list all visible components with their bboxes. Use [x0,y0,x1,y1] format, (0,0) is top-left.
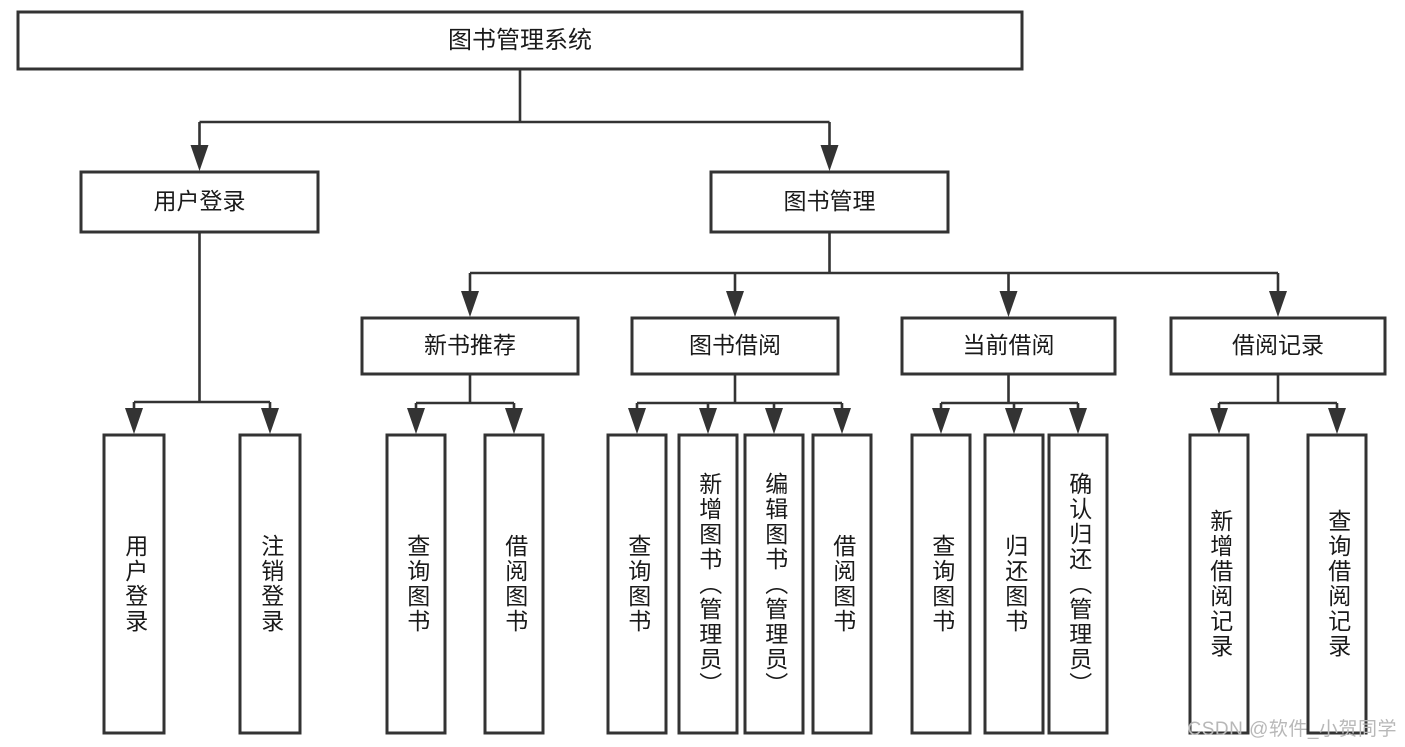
level3-3-to-leaves-arrow-0 [1210,408,1228,434]
level3-node-2[interactable] [900,316,1117,376]
user-login-to-leaves-arrow-1 [261,408,279,434]
book-mgmt-to-level3-arrow-1 [726,291,744,317]
level3-2-to-leaves-arrow-0 [932,408,950,434]
book-mgmt-to-level3-arrow-2 [999,291,1018,317]
level2-node-0[interactable] [79,170,320,234]
leaf-node-7[interactable] [811,433,873,735]
root-to-level2-arrow-0 [190,145,209,171]
root-to-level2-arrow-1 [820,145,839,171]
leaf-node-9[interactable] [983,433,1045,735]
connector-lines [125,69,1346,434]
level3-node-2-label: 当前借阅 [963,332,1055,358]
level3-node-1-label: 图书借阅 [689,332,781,358]
level3-2-to-leaves-arrow-1 [1005,408,1023,434]
level3-node-0-label: 新书推荐 [424,332,516,358]
level3-node-1[interactable] [630,316,840,376]
root-node-book-management-system[interactable] [16,10,1024,71]
leaf-node-1[interactable] [238,433,302,735]
leaf-node-10[interactable] [1047,433,1109,735]
level3-1-to-leaves-arrow-2 [765,408,783,434]
level3-1-to-leaves-arrow-3 [833,408,851,434]
watermark: CSDN @软件_小贺同学 [1187,719,1397,740]
user-login-to-leaves-arrow-0 [125,408,143,434]
level3-3-to-leaves-arrow-1 [1328,408,1346,434]
leaf-node-11[interactable] [1188,433,1250,735]
level3-0-to-leaves-arrow-1 [505,408,523,434]
level3-2-to-leaves-arrow-2 [1069,408,1087,434]
book-mgmt-to-level3-arrow-3 [1269,291,1287,317]
level3-0-to-leaves-arrow-0 [407,408,425,434]
level3-1-to-leaves-arrow-1 [699,408,717,434]
level3-node-3-label: 借阅记录 [1232,332,1324,358]
root-node-book-management-system-label: 图书管理系统 [448,27,592,54]
level3-node-0[interactable] [360,316,580,376]
level3-1-to-leaves-arrow-0 [628,408,646,434]
node-boxes [16,10,1387,735]
level3-node-3[interactable] [1169,316,1387,376]
leaf-node-12[interactable] [1306,433,1368,735]
leaf-node-4[interactable] [606,433,668,735]
leaf-node-0[interactable] [102,433,166,735]
leaf-node-3[interactable] [483,433,545,735]
leaf-node-6[interactable] [743,433,805,735]
leaf-node-2[interactable] [385,433,447,735]
book-mgmt-to-level3-arrow-0 [461,291,479,317]
level2-node-1[interactable] [709,170,950,234]
leaf-node-8[interactable] [910,433,972,735]
level2-node-0-label: 用户登录 [154,188,246,214]
leaf-node-5[interactable] [677,433,739,735]
level2-node-1-label: 图书管理 [784,188,876,214]
